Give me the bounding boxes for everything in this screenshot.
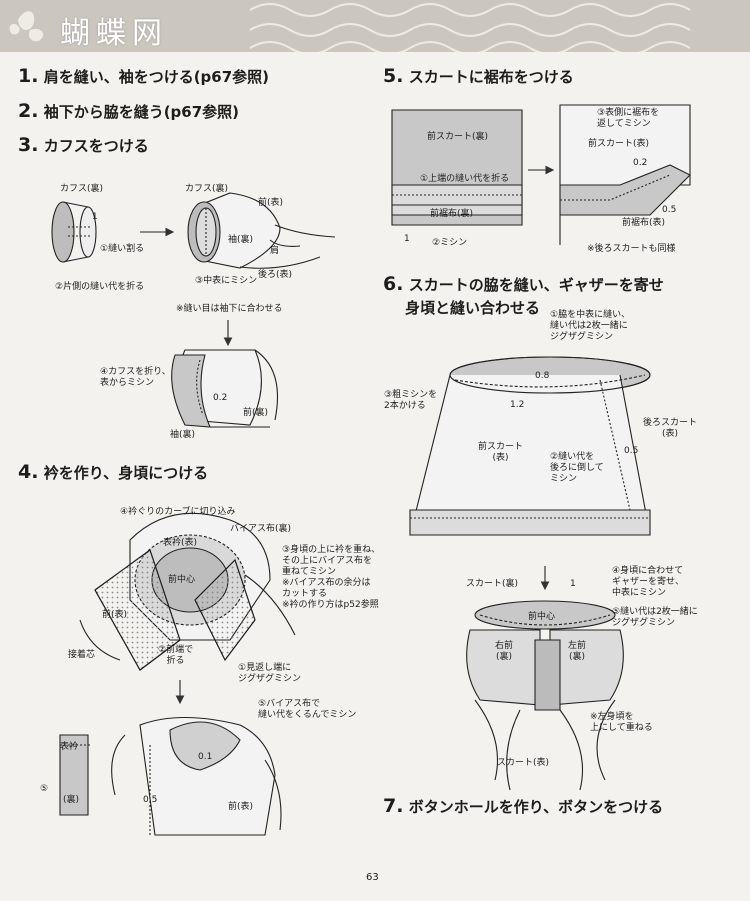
label-shoulder: 肩: [270, 246, 280, 256]
label-fold-one: ②片側の縫い代を折る: [55, 282, 145, 292]
label-side-seam: ①脇を中表に縫い、 縫い代は2枚一緒に ジグザグミシン: [550, 310, 631, 342]
label-hem-n1: 1: [404, 234, 410, 244]
label-front-edge-fold: ②前端で 折る: [158, 645, 194, 666]
label-skirt-wrong: スカート(裏): [466, 579, 519, 589]
label-left-front: 左前 (裏): [568, 641, 587, 662]
label-front-skirt: 前スカート (表): [478, 442, 524, 463]
page-number: 63: [366, 872, 379, 883]
bodice-skirt-join-drawing: [466, 600, 624, 791]
label-skirt-n08: 0.8: [535, 371, 550, 381]
cuff-band-drawing: [51, 201, 97, 263]
label-n1: 1: [92, 212, 98, 222]
label-n01: 0.1: [198, 752, 213, 762]
label-front-skirt-wrong: 前スカート(裏): [427, 132, 489, 142]
label-center-front-2: 前中心: [528, 612, 556, 622]
label-front-right: 前(表): [258, 198, 284, 208]
label-hem-n05: 0.5: [662, 205, 677, 215]
collar-detail-drawing: [59, 717, 282, 836]
step-1-heading: 1. 肩を縫い、袖をつける(p67参照): [18, 65, 270, 87]
step-6-heading-line2: 身頃と縫い合わせる: [405, 299, 541, 317]
collar-drawing: [79, 512, 296, 671]
step-4-heading: 4. 衿を作り、身頃につける: [18, 461, 209, 483]
label-n5: ⑤: [40, 784, 49, 794]
label-gather: ③粗ミシンを 2本かける: [384, 390, 438, 411]
finished-cuff-drawing: [171, 349, 278, 428]
label-fold-top: ①上端の縫い代を折る: [420, 174, 510, 184]
label-bias-stitch: ⑤バイアス布で 縫い代をくるんでミシン: [258, 699, 357, 720]
label-zigzag: ⑤縫い代は2枚一緒に ジグザグミシン: [612, 607, 698, 628]
label-machine: ②ミシン: [432, 238, 468, 248]
label-hem-n02: 0.2: [633, 158, 648, 168]
label-right-front: 右前 (裏): [495, 641, 514, 662]
label-skirt-n12: 1.2: [510, 400, 525, 410]
label-overlap-note: ※左身頃を 上にして重ねる: [590, 712, 653, 733]
label-cuff-wrong-2: カフス(裏): [185, 184, 229, 194]
lace-pattern: [0, 0, 750, 52]
label-match: ④身頃に合わせて ギャザーを寄せ、 中表にミシン: [612, 566, 685, 598]
label-interfacing: 接着芯: [68, 650, 96, 660]
label-collar-right: 表衿(表): [163, 538, 198, 548]
label-center-stitch: ③中表にミシン: [195, 276, 258, 286]
label-press: ②縫い代を 後ろに倒して ミシン: [550, 452, 604, 484]
label-back-skirt: 後ろスカート (表): [643, 418, 698, 439]
label-back-right: 後ろ(表): [258, 270, 293, 280]
sleeve-cuff-drawing: [187, 192, 336, 269]
watermark-logo: 蝴蝶网: [60, 16, 168, 51]
label-note-seam: ※縫い目は袖下に合わせる: [176, 304, 283, 314]
label-skirt-n05: 0.5: [624, 446, 639, 456]
step-3-heading: 3. カフスをつける: [18, 134, 149, 156]
label-n02: 0.2: [213, 393, 228, 403]
label-n05: 0.5: [143, 795, 158, 805]
label-bias-wrong: バイアス布(裏): [230, 524, 292, 534]
skirt-hem-drawing: [391, 109, 523, 226]
label-fold-stitch: ④カフスを折り、 表からミシン: [100, 367, 171, 388]
label-sleeve-wrong: 袖(裏): [228, 235, 254, 245]
label-skirt-n1: 1: [570, 579, 576, 589]
label-center-front: 前中心: [168, 575, 196, 585]
step-6-heading: 6. スカートの脇を縫い、ギャザーを寄せ: [383, 273, 664, 295]
label-skirt-right: スカート(表): [497, 758, 550, 768]
skirt-hem-turned-drawing: [559, 104, 691, 245]
label-front-right-2: 前(表): [228, 802, 254, 812]
label-overlap: ③身頃の上に衿を重ね、 その上にバイアス布を 重ねてミシン ※バイアス布の余分は…: [282, 545, 381, 610]
label-cuff-wrong: カフス(裏): [60, 184, 104, 194]
label-front-hem-right: 前裾布(表): [622, 218, 666, 228]
skirt-body-drawing: [409, 356, 651, 536]
label-hem-note: ※後ろスカートも同様: [587, 244, 676, 254]
label-turn-right: ③表側に裾布を 返してミシン: [597, 108, 660, 129]
label-top-collar: 表衿: [60, 742, 79, 752]
label-facing: ①見返し端に ジグザグミシン: [238, 663, 302, 684]
label-wrong: (裏): [63, 795, 80, 805]
label-clip: ④衿ぐりのカーブに切り込み: [120, 507, 236, 517]
step-2-heading: 2. 袖下から脇を縫う(p67参照): [18, 100, 240, 122]
header-banner: 蝴蝶网: [0, 0, 750, 52]
step-5-heading: 5. スカートに裾布をつける: [383, 65, 574, 87]
label-front-wrong: 前(裏): [243, 408, 269, 418]
label-front-right: 前(表): [102, 610, 128, 620]
label-sew-open: ①縫い割る: [100, 244, 145, 254]
label-front-skirt-right: 前スカート(表): [588, 139, 650, 149]
step-7-heading: 7. ボタンホールを作り、ボタンをつける: [383, 795, 664, 817]
label-front-hem-wrong: 前裾布(裏): [430, 209, 474, 219]
label-sleeve-wrong-2: 袖(裏): [170, 430, 196, 440]
